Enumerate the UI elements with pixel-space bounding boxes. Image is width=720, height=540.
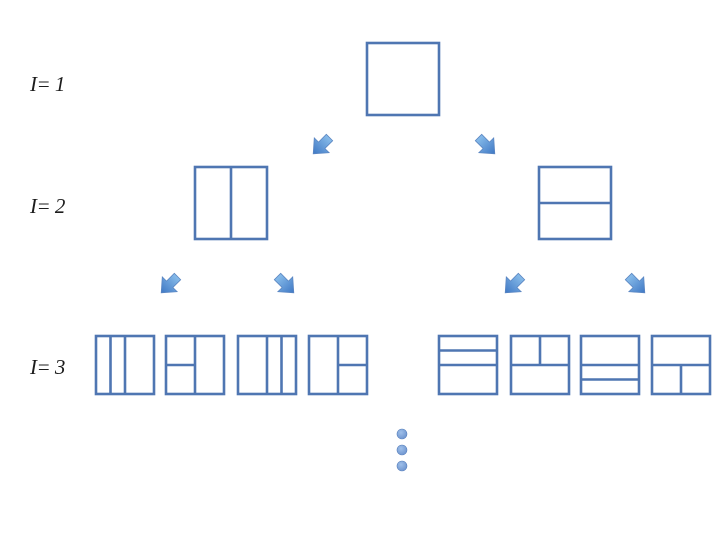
ellipsis-dot [396,460,408,472]
partition-block-level3-1 [94,334,156,396]
partition-block-level2-2 [537,165,613,241]
partition-block-level3-6 [509,334,571,396]
partition-block-level2-1 [193,165,269,241]
level-label-2: I= 2 [30,194,65,218]
arrow-right-2 [474,133,496,155]
ellipsis-dot [396,444,408,456]
continuation-ellipsis [396,428,408,472]
partition-block-level3-8 [650,334,712,396]
arrow-left-5 [504,272,526,294]
partition-block-level3-4 [307,334,369,396]
partition-block-level3-5 [437,334,499,396]
arrow-left-1 [312,133,334,155]
level-label-3: I= 3 [30,355,65,379]
ellipsis-dot [396,428,408,440]
partition-block-level1 [365,41,441,117]
level-label-1: I= 1 [30,72,65,96]
block-outline [365,41,441,117]
arrow-right-4 [273,272,295,294]
partition-block-level3-3 [236,334,298,396]
partition-block-level3-2 [164,334,226,396]
partition-block-level3-7 [579,334,641,396]
arrow-right-6 [624,272,646,294]
arrow-left-3 [160,272,182,294]
